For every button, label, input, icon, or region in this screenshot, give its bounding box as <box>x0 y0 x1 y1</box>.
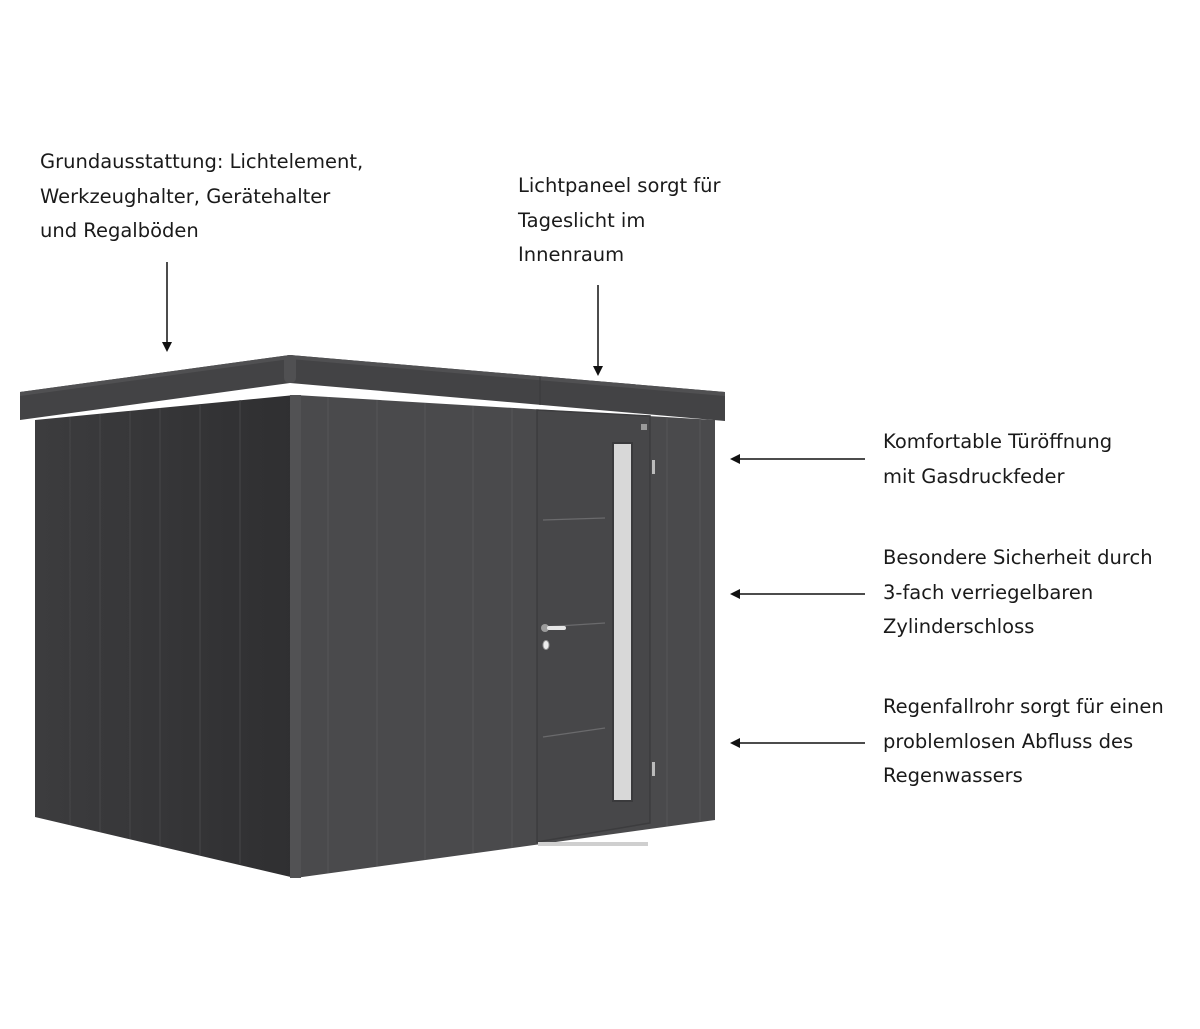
door-hinge-bottom <box>652 762 655 776</box>
callout-line: Grundausstattung: Lichtelement, <box>40 150 364 173</box>
shed-side-wall <box>35 395 295 878</box>
side-wall-grooves <box>69 400 241 864</box>
door-hinge-top <box>652 460 655 474</box>
callout-line: Besondere Sicherheit durch <box>883 546 1153 569</box>
callout-line: Lichtpaneel sorgt für <box>518 174 721 197</box>
callout-line: Komfortable Türöffnung <box>883 430 1113 453</box>
callout-door-opening: Komfortable Türöffnung mit Gasdruckfeder <box>883 425 1112 494</box>
callout-line: Regenfallrohr sorgt für einen <box>883 695 1164 718</box>
door-sensor <box>641 424 647 430</box>
callout-line: Innenraum <box>518 243 625 266</box>
callout-light-panel: Lichtpaneel sorgt für Tageslicht im Inne… <box>518 169 721 273</box>
callout-line: Zylinderschloss <box>883 615 1035 638</box>
callout-arrows <box>162 262 865 748</box>
door-handle-icon <box>541 624 566 632</box>
callout-line: 3-fach verriegelbaren <box>883 580 1094 604</box>
callout-security: Besondere Sicherheit durch 3-fach verrie… <box>883 541 1153 645</box>
door-window <box>612 442 633 802</box>
callout-line: mit Gasdruckfeder <box>883 464 1065 488</box>
callout-line: und Regalböden <box>40 219 199 242</box>
front-wall-grooves <box>327 397 701 873</box>
callout-line: Tageslicht im <box>518 208 646 232</box>
door-threshold <box>538 842 648 846</box>
corner-post <box>290 395 301 878</box>
callout-line: Regenwassers <box>883 764 1023 787</box>
callout-line: Werkzeughalter, Gerätehalter <box>40 184 331 208</box>
cylinder-lock-icon <box>542 640 550 650</box>
callout-equipment: Grundausstattung: Lichtelement, Werkzeug… <box>40 145 363 249</box>
callout-line: problemlosen Abfluss des <box>883 729 1134 753</box>
callout-downpipe: Regenfallrohr sorgt für einen problemlos… <box>883 690 1164 794</box>
